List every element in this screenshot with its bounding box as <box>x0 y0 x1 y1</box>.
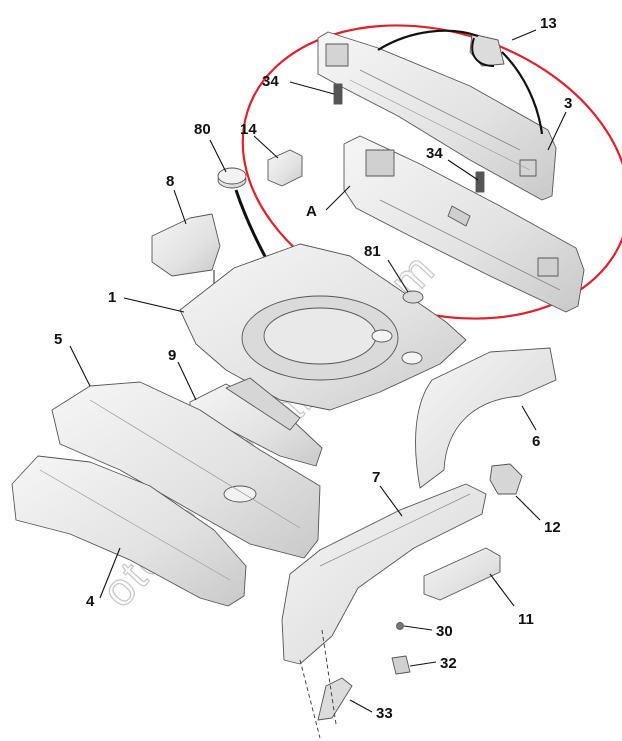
part-4-underfloor <box>11 455 247 607</box>
callout-4: 4 <box>86 593 95 610</box>
part-1-rear-floor <box>179 243 467 411</box>
part-13-cable <box>377 29 479 51</box>
callout-11: 11 <box>518 611 534 628</box>
callout-A: A <box>306 203 317 220</box>
part-13-cable-right <box>501 51 544 135</box>
part-34-clip-right <box>475 171 485 193</box>
part-12-plate <box>489 463 523 495</box>
part-13-bracket <box>469 33 505 67</box>
callout-9: 9 <box>168 347 176 364</box>
part-3-rear-upper-panel <box>317 31 557 201</box>
callout-34: 34 <box>262 73 279 90</box>
part-A-rear-lower-panel <box>343 135 585 313</box>
callout-33: 33 <box>376 705 393 722</box>
part-34-clip-left <box>333 83 343 105</box>
callout-6: 6 <box>532 433 540 450</box>
part-80-plug <box>217 167 247 189</box>
part-8-bracket <box>151 213 221 277</box>
callout-13: 13 <box>540 15 557 32</box>
callout-7: 7 <box>372 469 380 486</box>
callout-3: 3 <box>564 95 572 112</box>
part-14-block <box>267 149 303 187</box>
part-32-bracket <box>391 655 411 675</box>
callout-32: 32 <box>440 655 457 672</box>
callout-8: 8 <box>166 173 174 190</box>
callout-30: 30 <box>436 623 453 640</box>
part-30-screw <box>396 622 404 630</box>
callout-80: 80 <box>194 121 211 138</box>
callout-14: 14 <box>240 121 257 138</box>
callout-5: 5 <box>54 331 62 348</box>
part-81-plug <box>402 290 424 304</box>
part-7-side-rail <box>281 483 487 665</box>
callout-1: 1 <box>108 289 116 306</box>
part-6-wheel-arch <box>415 347 557 489</box>
part-5-center-floor <box>51 381 321 559</box>
part-11-rail <box>423 547 501 601</box>
assembly-dashed-lines <box>299 629 337 739</box>
leader-lines <box>69 29 567 713</box>
part-33-bracket <box>317 677 353 721</box>
callout-12: 12 <box>544 519 561 536</box>
callout-81: 81 <box>364 243 381 260</box>
callout-34: 34 <box>426 145 443 162</box>
